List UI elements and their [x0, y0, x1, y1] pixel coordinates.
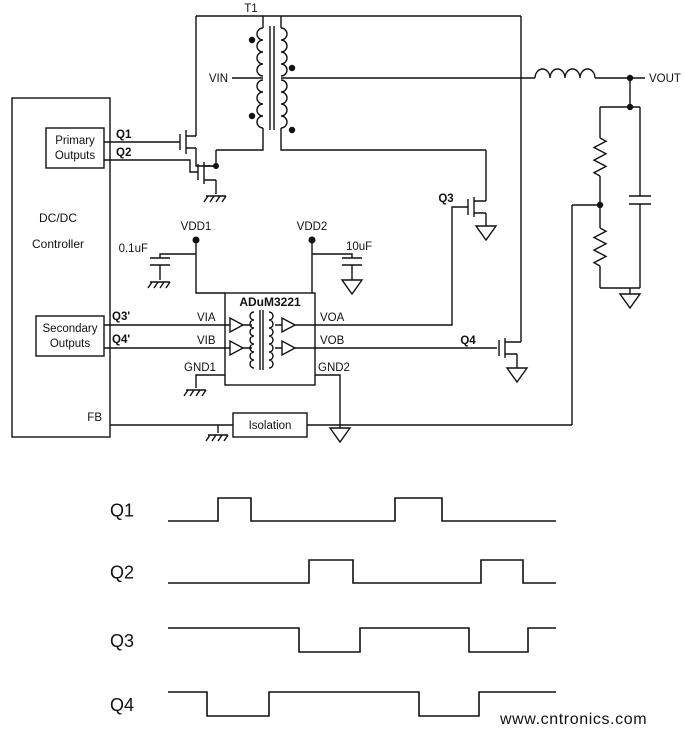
controller-label-1: DC/DC: [39, 211, 77, 225]
triangle-ground-icon: [474, 225, 498, 242]
phase-dot: [248, 36, 256, 44]
earth-ground-icon: [183, 389, 207, 397]
primary-outputs-box: [45, 127, 105, 169]
waveform-q2: [168, 559, 556, 584]
earth-ground-icon: [205, 434, 229, 442]
earth-ground-icon: [203, 195, 227, 203]
mosfet-q2: [197, 150, 227, 203]
primary-outputs-label-1: Primary: [55, 135, 95, 147]
c1-value-label: 0.1uF: [119, 243, 148, 255]
triangle-ground-icon: [618, 293, 642, 310]
waveform-q3: [168, 627, 556, 653]
isolation-label: Isolation: [249, 420, 292, 432]
q3-label: Q3: [438, 193, 453, 205]
waveform-q1: [168, 497, 556, 522]
waveform-label-q4: Q4: [110, 695, 134, 715]
secondary-outputs-box: [35, 315, 105, 357]
buffer-icon: [281, 316, 297, 334]
triangle-ground-icon: [340, 279, 364, 296]
q3-prime-net-label: Q3': [112, 311, 130, 323]
adum3221-internal-wires: [225, 324, 315, 349]
mosfet-q1: [179, 16, 216, 167]
phase-dot: [288, 126, 296, 134]
isolation-element: Isolation: [205, 412, 308, 442]
q4-prime-net-label: Q4': [112, 334, 130, 346]
pin-label-vob: VOB: [320, 335, 345, 347]
waveform-q4: [168, 691, 556, 717]
q4-label: Q4: [460, 335, 476, 347]
adum3221-ic: ADuM3221 VIA VIB GND1 VOA VOB GND2: [183, 206, 497, 444]
vdd1-label: VDD1: [181, 221, 212, 233]
isolation-box: [232, 412, 308, 438]
q2-net-label: Q2: [116, 147, 131, 159]
gate-drive-wires: [315, 206, 497, 349]
mosfet-q3-symbol: [467, 150, 487, 226]
waveform-label-q3: Q3: [110, 631, 134, 651]
output-network: VOUT: [534, 68, 681, 425]
pin-label-via: VIA: [197, 312, 216, 324]
vin-label: VIN: [209, 73, 228, 85]
output-wires-capacitor: [571, 77, 651, 425]
phase-dot: [288, 64, 296, 72]
vout-label: VOUT: [649, 73, 681, 85]
pin-label-gnd1: GND1: [184, 362, 216, 374]
mosfet-q3: Q3: [438, 150, 498, 242]
controller-label-2: Controller: [32, 237, 84, 251]
transformer-t1: T1 VIN: [196, 3, 535, 342]
buffer-icon: [229, 339, 245, 357]
adum3221-box: [224, 292, 316, 386]
pin-label-gnd2: GND2: [318, 362, 350, 374]
q1-net-label: Q1: [116, 129, 132, 141]
adum3221-title: ADuM3221: [239, 295, 301, 309]
vdd2-wires-capacitor: [311, 240, 362, 293]
controller-output-wires: [104, 141, 572, 426]
pin-label-voa: VOA: [320, 312, 345, 324]
mosfet-q2-symbol: [197, 150, 217, 194]
watermark: www.cntronics.com: [499, 711, 647, 728]
triangle-ground-icon: [505, 367, 529, 384]
junction-dot: [596, 201, 604, 209]
vdd2-decoupling: VDD2 10uF: [297, 221, 372, 296]
feedback-resistors: [592, 137, 608, 267]
buffer-icon: [281, 339, 297, 357]
mosfet-q1-symbol: [179, 16, 216, 167]
waveform-label-q1: Q1: [110, 501, 134, 521]
earth-ground-icon: [147, 281, 171, 289]
inductor-icon: [534, 68, 596, 79]
fb-pin-label: FB: [87, 412, 102, 424]
mosfet-q4-symbol: [498, 338, 521, 368]
gnd-pin-wires: [195, 374, 341, 428]
c2-value-label: 10uF: [346, 241, 372, 253]
transformer-label: T1: [244, 3, 257, 15]
isolation-transformer-icon: [249, 310, 274, 370]
vdd1-decoupling: VDD1 0.1uF: [119, 221, 225, 294]
secondary-outputs-label-2: Outputs: [50, 338, 91, 350]
pin-label-vib: VIB: [197, 335, 216, 347]
mosfet-q4: Q4: [460, 335, 529, 384]
junction-dot: [626, 74, 634, 82]
junction-dot: [213, 163, 219, 169]
dcdc-controller-block: DC/DC Controller Primary Outputs Seconda…: [11, 97, 572, 438]
secondary-outputs-label-1: Secondary: [43, 323, 98, 335]
primary-outputs-label-2: Outputs: [55, 150, 96, 162]
phase-dot: [248, 112, 256, 120]
junction-dot: [626, 103, 634, 111]
vdd1-wires-capacitor: [150, 240, 225, 294]
transformer-windings: [196, 15, 535, 342]
waveform-label-q2: Q2: [110, 563, 134, 583]
triangle-ground-icon: [328, 427, 352, 444]
vdd2-label: VDD2: [297, 221, 328, 233]
buffer-icon: [229, 316, 245, 334]
